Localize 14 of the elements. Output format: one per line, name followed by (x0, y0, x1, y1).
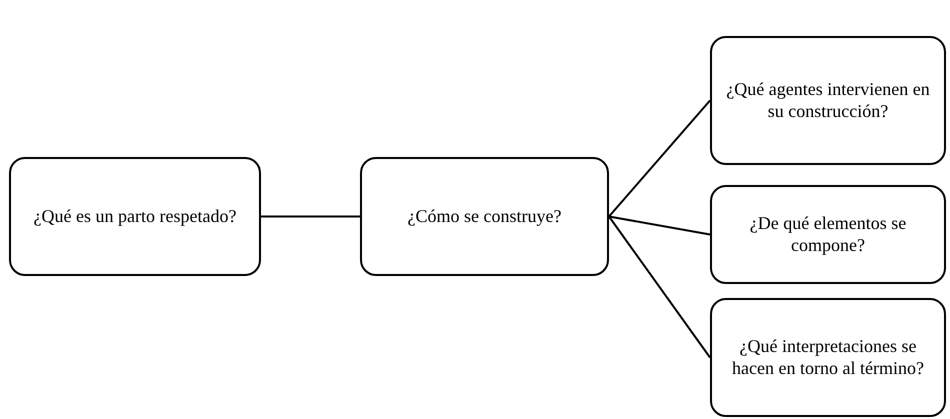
question-text: ¿Qué es un parto respetado? (34, 206, 236, 228)
question-box (710, 298, 946, 417)
question-text: ¿Cómo se construye? (408, 206, 562, 228)
question-text: ¿Qué interpretaciones se hacen en torno al término? (731, 336, 925, 380)
connector-line (261, 216, 360, 218)
question-text: ¿Qué agentes intervienen en su construcción? (725, 78, 931, 122)
question-box (710, 36, 946, 165)
question-box (360, 157, 609, 276)
connector-line (608, 100, 711, 218)
question-box (710, 185, 946, 284)
question-text: ¿De qué elementos se compone? (748, 212, 908, 256)
connector-line (608, 216, 710, 236)
question-box (9, 157, 261, 276)
connector-line (608, 216, 711, 358)
